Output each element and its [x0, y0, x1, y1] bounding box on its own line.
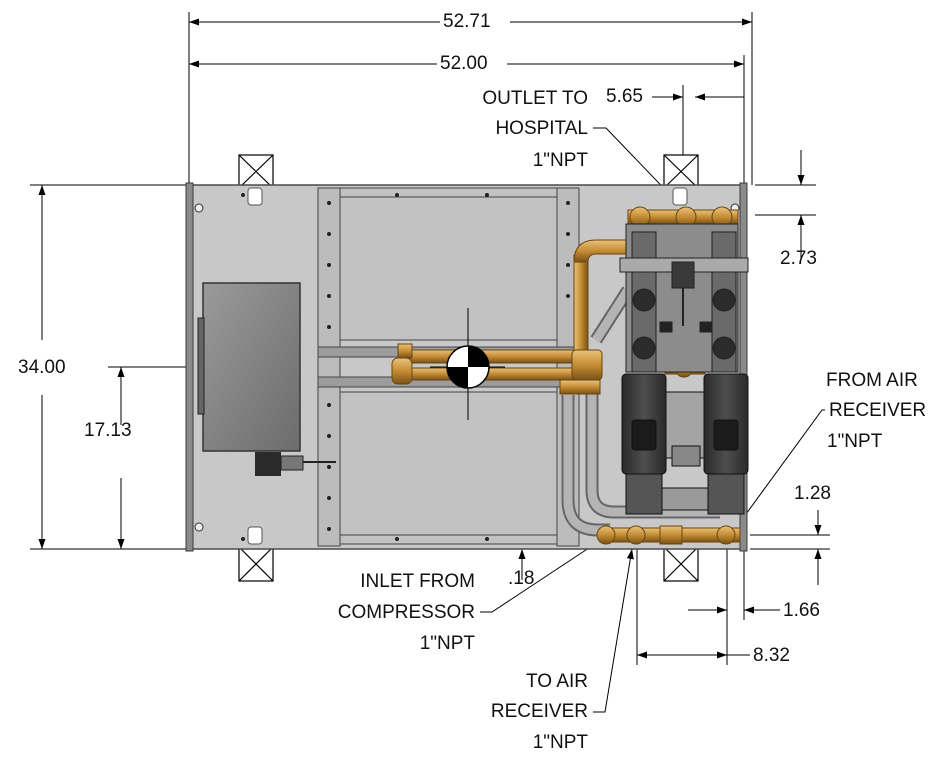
control-box: [197, 282, 336, 476]
callout-inlet-line-1: INLET FROM: [360, 571, 475, 592]
callout-inlet-line-3: 1"NPT: [419, 633, 475, 654]
callout-outlet-line-2: HOSPITAL: [495, 118, 588, 139]
callout-from-receiver-line-2: RECEIVER: [829, 400, 927, 421]
callout-from-receiver-line-3: 1"NPT: [827, 431, 883, 452]
dryer-towers: [621, 373, 749, 515]
callout-to-receiver-line-1: TO AIR: [526, 671, 588, 692]
dimension-lines: [30, 12, 830, 665]
callout-outlet-line-1: OUTLET TO: [482, 88, 588, 109]
callout-outlet-line-3: 1"NPT: [532, 150, 588, 171]
valve-stack: [619, 223, 749, 373]
dim-frame-width: 52.00: [440, 53, 488, 74]
dim-outlet-depth: 2.73: [780, 248, 817, 269]
foot-top-right: [663, 154, 699, 189]
foot-top-left: [238, 154, 274, 189]
center-of-gravity-symbol: [430, 308, 505, 420]
dim-outlet-offset: 5.65: [606, 86, 643, 107]
dim-receiver-from-height: 1.28: [794, 483, 831, 504]
dim-right-edge-offset: 1.66: [783, 600, 820, 621]
dim-height: 34.00: [18, 357, 66, 378]
callout-leaders: [480, 127, 825, 713]
dim-inlet-offset: .18: [508, 568, 535, 589]
callout-inlet-line-2: COMPRESSOR: [337, 602, 475, 623]
dim-overall-width: 52.71: [443, 11, 491, 32]
callout-from-receiver-line-1: FROM AIR: [826, 370, 918, 391]
callout-to-receiver-line-2: RECEIVER: [490, 701, 588, 722]
foot-bottom-right: [663, 546, 699, 582]
callout-to-receiver-line-3: 1"NPT: [532, 732, 588, 753]
dim-centerline-height: 17.13: [84, 420, 132, 441]
dim-to-receiver-offset: 8.32: [753, 645, 790, 666]
foot-bottom-left: [238, 546, 274, 582]
brass-piping: [391, 206, 741, 545]
